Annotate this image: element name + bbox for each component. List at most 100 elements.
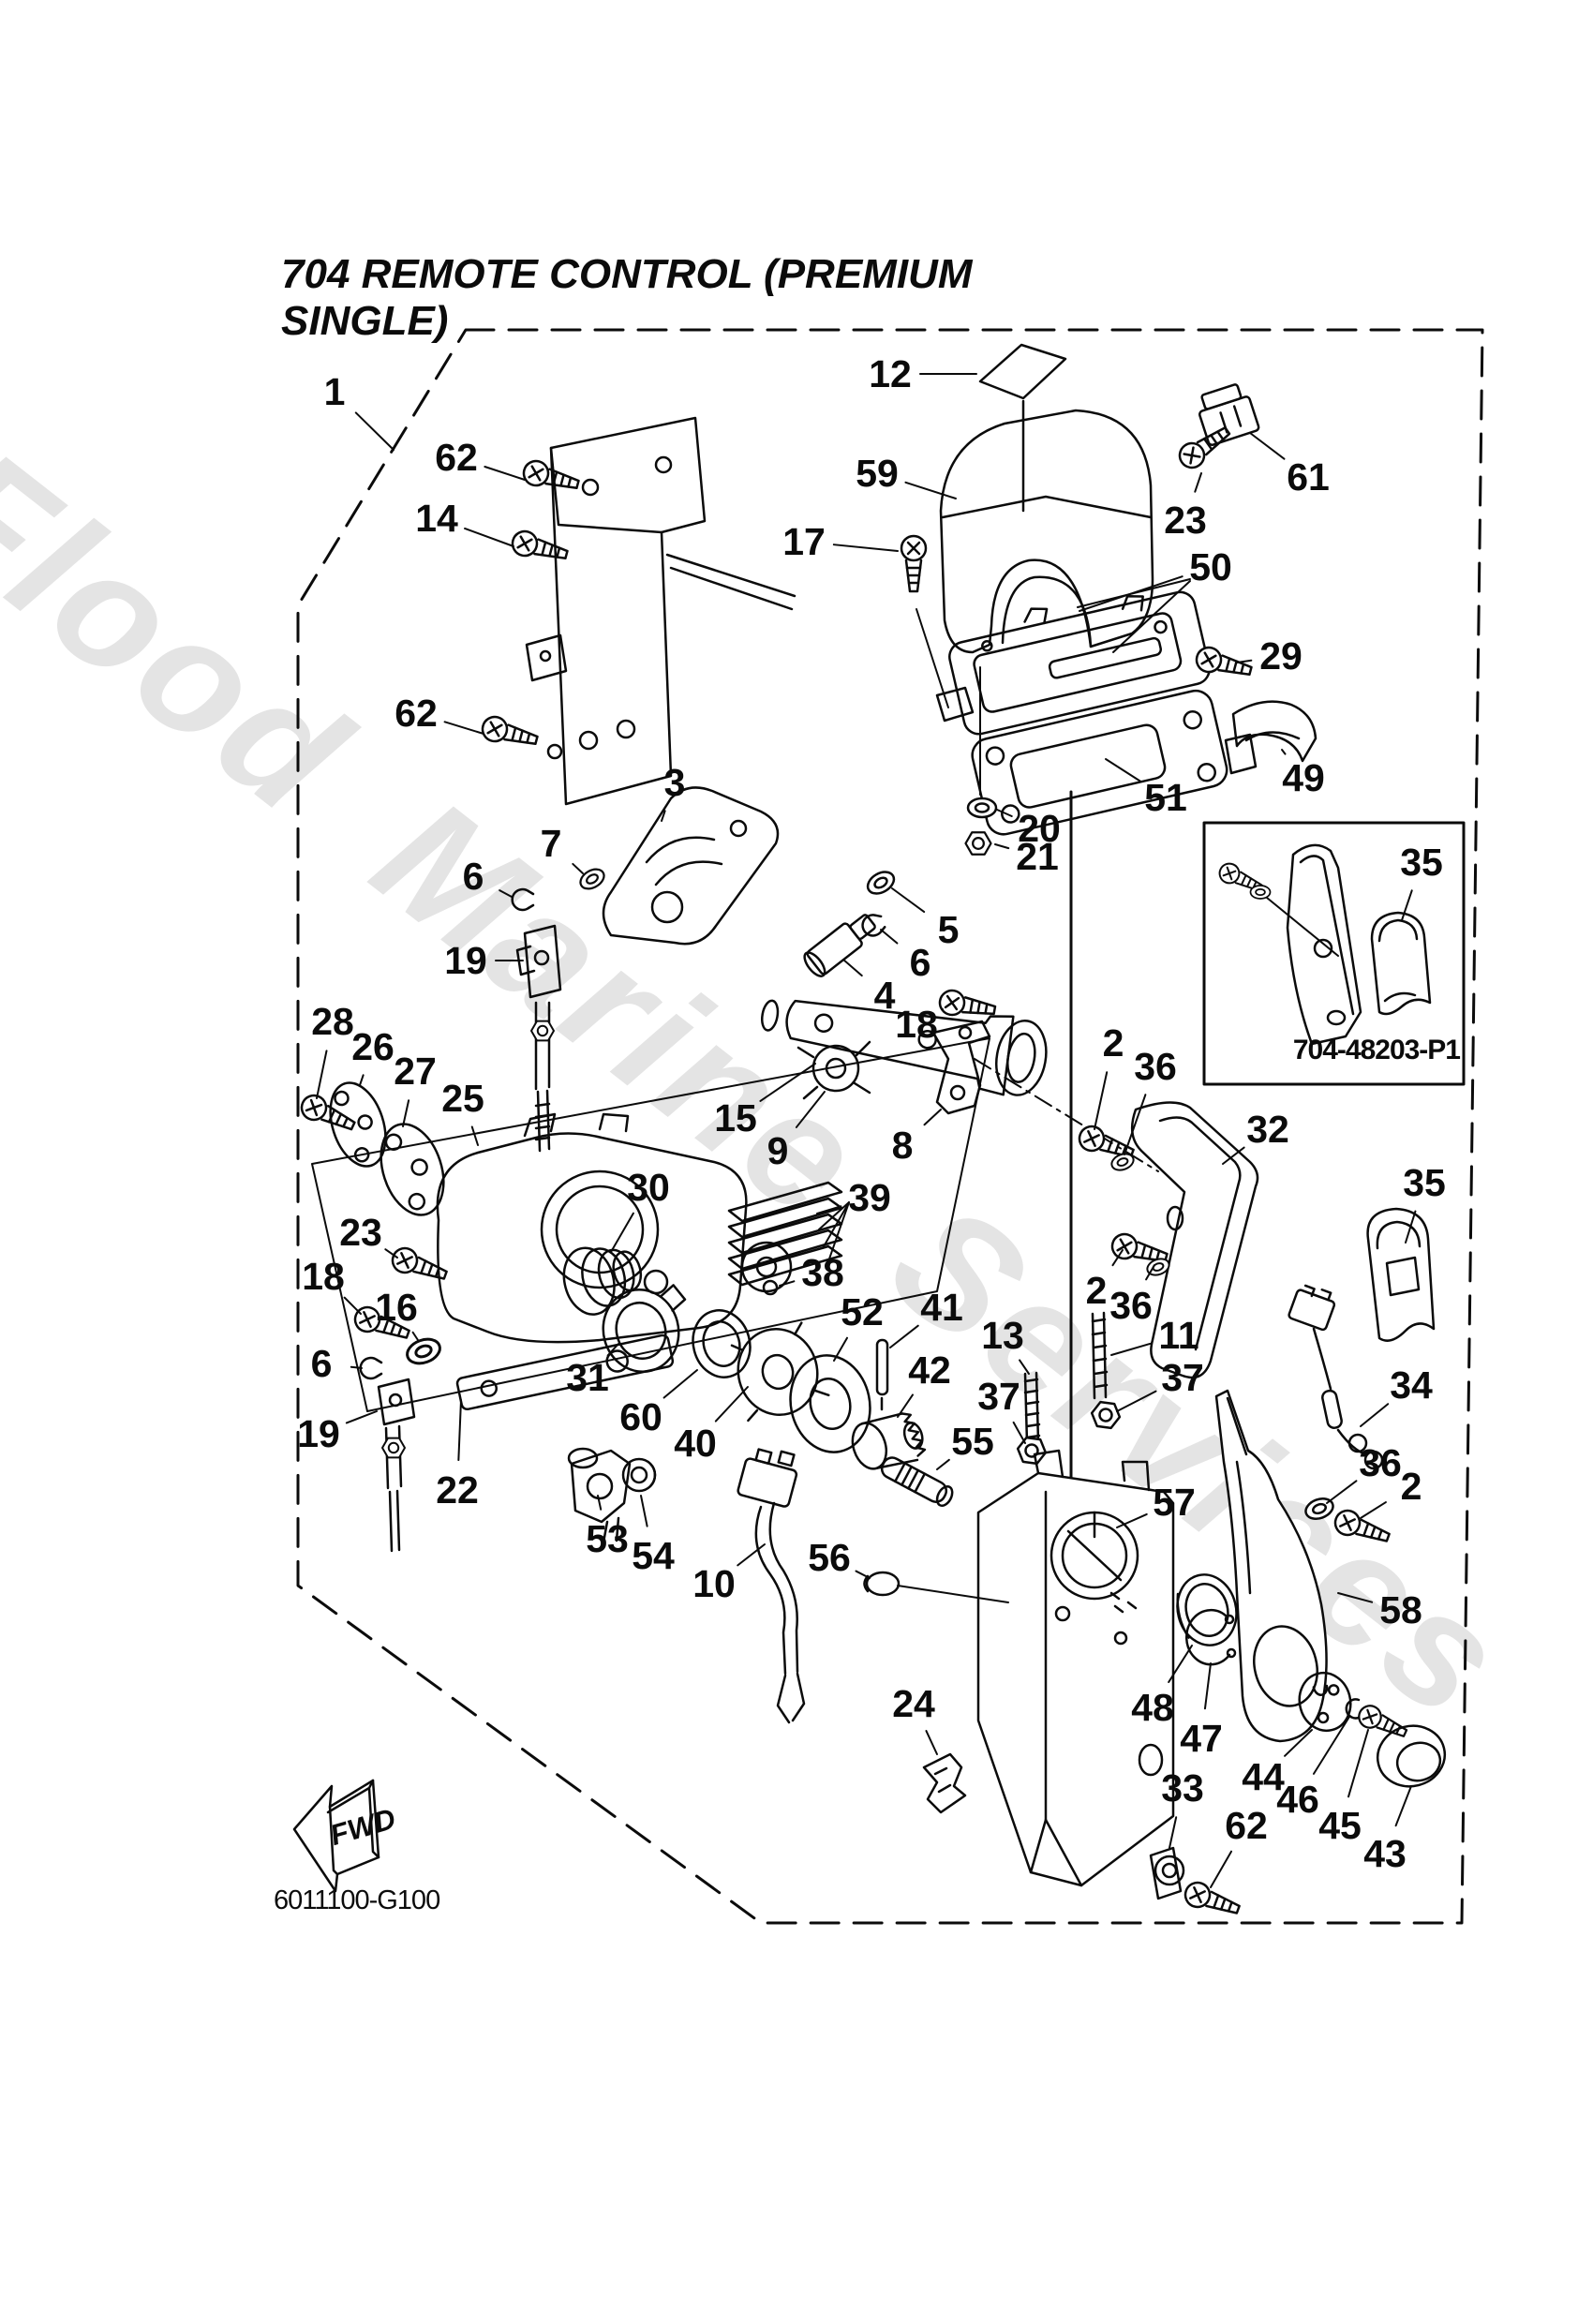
callout-label: 15 [714,1096,757,1140]
leader-line [1194,472,1202,493]
callout-label: 46 [1276,1778,1319,1821]
leader-line [1360,1403,1390,1427]
leader-line [606,1343,619,1357]
callout-label: 31 [566,1356,609,1399]
leader-line [994,843,1010,850]
callout-label: 35 [1403,1161,1446,1204]
callout-label: 9 [767,1129,789,1172]
leader-line [1012,1421,1026,1444]
part-cable-bracket-2 [377,1378,416,1553]
callout-label: 2 [1086,1269,1108,1312]
callout-label: 62 [1225,1804,1268,1847]
leader-line [996,809,1013,818]
callout-label: 51 [1144,776,1187,819]
callout-label: 6 [311,1342,333,1385]
part-housing [976,1449,1175,1887]
leader-line [1168,1645,1193,1684]
leader-line [384,1248,398,1259]
leader-line [818,1201,850,1230]
callout-label: 14 [415,497,458,540]
leader-line [1347,1729,1369,1798]
leader-line [737,1543,766,1567]
part-gear [851,1412,927,1470]
callout-label: 42 [908,1348,951,1392]
callout-label: 34 [1390,1363,1433,1407]
part-switch-cable [737,1448,806,1724]
leader-line [1401,889,1413,921]
callout-label: 41 [920,1286,963,1329]
leader-line [779,1280,796,1287]
leader-line [572,862,584,874]
leader-line [1111,1249,1124,1267]
callout-label: 49 [1282,756,1325,799]
callout-label: 11 [1158,1314,1198,1357]
callout-label: 24 [892,1682,935,1725]
part-dowel-pin [875,1338,889,1411]
callout-label: 23 [1164,499,1207,542]
leader-line [1169,1816,1178,1849]
callout-label: 3 [664,761,686,804]
part-stud-11 [1091,1311,1109,1400]
callout-label: 36 [1134,1045,1177,1088]
leader-line [443,721,484,735]
callout-label: 57 [1153,1481,1196,1524]
callout-label: 26 [351,1025,394,1068]
callout-label: 25 [441,1077,484,1120]
callout-label: 27 [394,1050,437,1093]
leader-line [484,465,526,481]
callout-label: 16 [375,1286,418,1329]
part-bushing-cap [621,1457,657,1493]
part-throttle-arm [761,999,1048,1096]
leader-line [1405,1210,1417,1244]
leader-line [1312,1716,1350,1775]
callout-label: 18 [302,1255,345,1298]
part-switch-lead [1288,1284,1384,1470]
callout-label: 50 [1189,545,1232,588]
callout-label: 1 [324,370,346,413]
page-title: 704 REMOTE CONTROL (PREMIUM SINGLE) [281,251,973,344]
callout-label: 52 [841,1290,884,1333]
leader-line [1222,1146,1245,1165]
part-cable-clamp [1149,1846,1185,1900]
leader-line [891,887,926,914]
leader-line [464,527,514,547]
leader-line [1284,1729,1313,1757]
leader-line [1281,749,1287,755]
part-cam-clamp [796,1040,871,1100]
callout-label: 20 [1018,807,1061,850]
leader-line [925,1730,938,1755]
part-drag-cam [730,1321,830,1423]
part-shaft-pin [880,1456,954,1507]
callout-label: 29 [1259,634,1303,678]
part-control-lever [1214,1389,1328,1743]
leader-line [662,1369,698,1399]
part-friction-plate-27 [380,1123,445,1216]
reference-plane [311,1037,990,1412]
screw-guide-line [916,608,949,708]
leader-line [897,1393,915,1418]
leader-line [610,1212,634,1253]
callout-label: 33 [1161,1766,1204,1810]
leader-line [316,1050,328,1099]
leader-line [350,1365,363,1369]
part-washer-plate [789,1354,871,1453]
callout-label: 18 [895,1003,938,1046]
leader-line [457,1399,462,1462]
part-bushing-48 [1176,1573,1238,1646]
callout-label: 28 [311,1000,354,1043]
callout-label: 59 [856,452,899,495]
part-retainer [1224,700,1317,775]
leader-line [1124,1094,1147,1155]
leader-line [1337,1592,1374,1603]
leader-line [1210,1850,1233,1888]
callout-label: 55 [951,1420,994,1463]
part-neutral-bracket [567,1447,632,1544]
callout-label: 54 [632,1534,675,1577]
leader-line [897,1585,1009,1603]
leader-line [936,1458,950,1470]
callout-label: 4 [874,974,896,1017]
part-cap-56 [863,1571,901,1597]
leader-line [855,1570,871,1579]
leader-line [1105,758,1142,782]
leader-line [1394,1785,1412,1827]
